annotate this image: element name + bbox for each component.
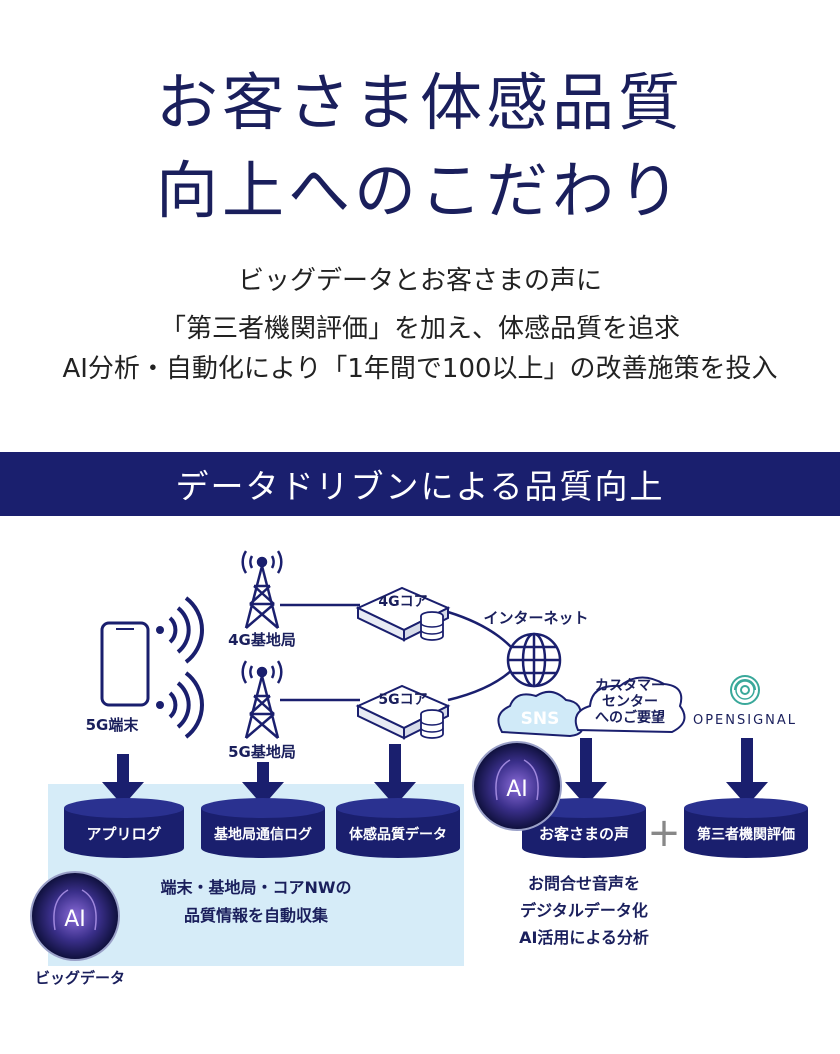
- internet-label: インターネット: [483, 609, 588, 627]
- globe-icon: [506, 632, 562, 688]
- ai-label-voice: AI: [506, 777, 528, 802]
- core-4g-label: 4Gコア: [378, 594, 427, 610]
- db-app-log-label: アプリログ: [86, 825, 161, 843]
- section-banner: データドリブンによる品質向上: [0, 452, 840, 516]
- customer-center-label-line-1: カスタマー: [595, 678, 665, 694]
- wireless-signal-icon: [156, 596, 204, 664]
- core-5g-icon: [355, 684, 451, 740]
- opensignal-logo-icon: [730, 675, 761, 705]
- core-5g-label: 5Gコア: [378, 692, 427, 708]
- customer-center-cloud: [574, 676, 686, 734]
- section-banner-label: データドリブンによる品質向上: [175, 467, 665, 506]
- plus-sign: +: [647, 810, 681, 856]
- page-title-line-1: お客さま体感品質: [155, 66, 684, 139]
- opensignal-label: OPENSIGNAL: [693, 713, 797, 728]
- bigdata-label: ビッグデータ: [35, 969, 125, 987]
- db-third-party-label: 第三者機関評価: [697, 826, 795, 843]
- network-links: [280, 603, 513, 702]
- voice-caption-line-2: デジタルデータ化: [520, 901, 648, 920]
- ai-icon: [30, 871, 120, 961]
- customer-center-label-line-3: へのご要望: [595, 709, 665, 726]
- subtitle-line-3: AI分析・自動化により「1年間で100以上」の改善施策を投入: [62, 354, 778, 384]
- collect-caption-line-2: 品質情報を自動収集: [184, 906, 329, 925]
- ai-icon: [472, 741, 562, 831]
- db-bs-log: [201, 798, 325, 858]
- flow-arrows: [102, 738, 768, 806]
- base-station-5g-icon: [241, 660, 283, 739]
- db-quality-label: 体感品質データ: [349, 826, 447, 843]
- collect-caption-line-1: 端末・基地局・コアNWの: [160, 878, 351, 897]
- subtitle-line-1: ビッグデータとお客さまの声に: [237, 266, 602, 296]
- sns-label: SNS: [521, 709, 560, 729]
- core-4g-icon: [355, 586, 451, 642]
- db-voice-label: お客さまの声: [539, 825, 629, 843]
- customer-center-label-line-2: センター: [602, 694, 658, 710]
- device-label: 5G端末: [86, 716, 140, 734]
- base-station-5g-label: 5G基地局: [228, 743, 296, 761]
- db-app-log: [64, 798, 184, 858]
- base-station-4g-icon: [241, 550, 283, 629]
- db-third-party: [684, 798, 808, 858]
- smartphone-icon: [100, 621, 150, 707]
- wireless-signal-icon: [156, 671, 204, 739]
- voice-caption-line-3: AI活用による分析: [519, 928, 649, 947]
- ai-label-bigdata: AI: [64, 907, 86, 932]
- page-title-line-2: 向上へのこだわり: [155, 154, 684, 227]
- base-station-4g-label: 4G基地局: [228, 631, 296, 649]
- voice-caption-line-1: お問合せ音声を: [528, 874, 640, 893]
- db-quality: [336, 798, 460, 858]
- db-bs-log-label: 基地局通信ログ: [214, 826, 312, 843]
- subtitle-line-2: 「第三者機関評価」を加え、体感品質を追求: [159, 314, 680, 344]
